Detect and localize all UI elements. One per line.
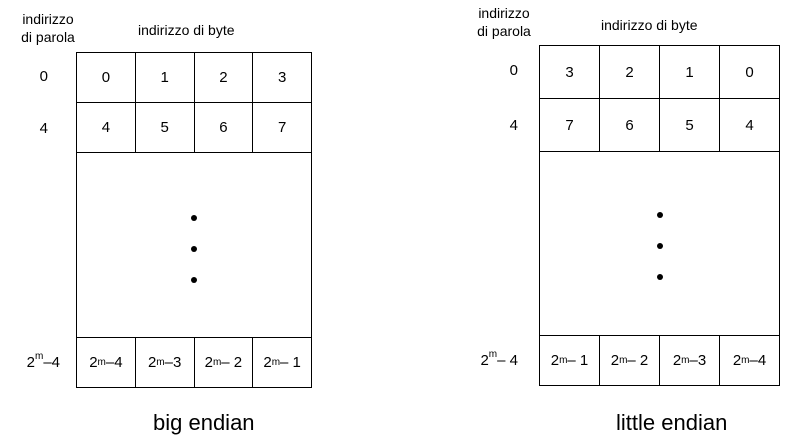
memory-row-0: 0 1 2 3 xyxy=(77,53,311,103)
byte-cell: 3 xyxy=(565,63,574,81)
byte-cell: 1 xyxy=(659,46,719,98)
byte-cell: 4 xyxy=(719,99,779,151)
dot xyxy=(191,215,197,221)
byte-cell: 6 xyxy=(193,103,253,152)
word-address-4: 4 xyxy=(509,117,518,134)
word-address-last: 2m– 4 xyxy=(480,349,518,370)
byte-cell: 7 xyxy=(252,103,311,152)
byte-cell: 7 xyxy=(565,116,574,134)
dot xyxy=(191,277,197,283)
byte-address-header: indirizzo di byte xyxy=(138,22,235,38)
dot xyxy=(656,243,663,249)
byte-cell: 4 xyxy=(101,119,111,136)
byte-cell: 2 xyxy=(599,46,659,98)
memory-row-1: 4 5 6 7 xyxy=(77,103,311,153)
byte-cell: 3 xyxy=(252,53,311,102)
byte-cell: 0 xyxy=(101,69,111,86)
byte-cell: 5 xyxy=(659,99,719,151)
word-address-header: indirizzo di parola xyxy=(21,11,75,45)
word-address-0: 0 xyxy=(509,62,518,79)
word-address-header: indirizzo di parola xyxy=(477,5,531,39)
ellipsis-dots xyxy=(656,212,663,305)
dot xyxy=(656,274,663,280)
byte-cell: 5 xyxy=(134,103,194,152)
big-endian-panel: indirizzo di parola indirizzo di byte 0 … xyxy=(0,0,330,439)
byte-cell: 2 xyxy=(193,53,253,102)
memory-row-0: 3 2 1 0 xyxy=(540,46,779,99)
byte-address-header: indirizzo di byte xyxy=(601,17,698,33)
word-address-0: 0 xyxy=(39,68,48,85)
memory-row-1: 7 6 5 4 xyxy=(540,99,779,152)
dot xyxy=(656,212,663,218)
big-endian-caption: big endian xyxy=(153,410,255,435)
dot xyxy=(191,246,197,252)
word-address-last: 2m–4 xyxy=(26,351,60,372)
byte-cell: 0 xyxy=(719,46,779,98)
little-endian-caption: little endian xyxy=(616,410,728,435)
byte-cell: 1 xyxy=(134,53,194,102)
ellipsis-dots xyxy=(191,215,197,308)
word-address-4: 4 xyxy=(39,120,48,137)
byte-cell: 6 xyxy=(599,99,659,151)
little-endian-panel: indirizzo di parola indirizzo di byte 0 … xyxy=(466,0,796,439)
